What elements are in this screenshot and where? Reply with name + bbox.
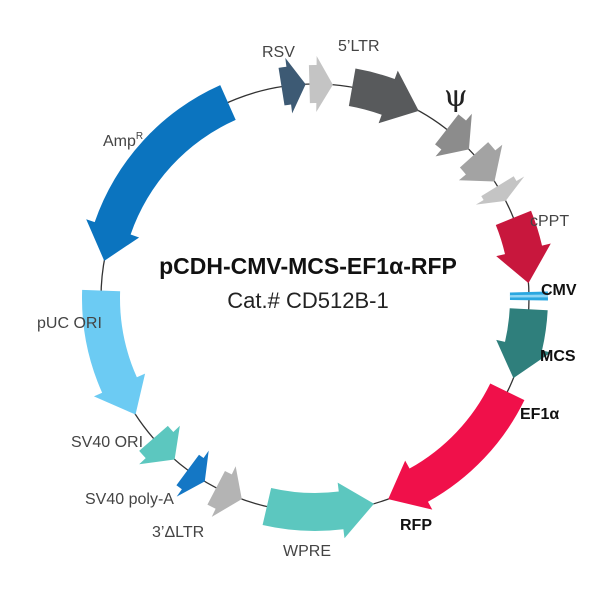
label-amp-main: Amp	[103, 133, 136, 150]
feature-arrow-psi	[348, 68, 419, 124]
feature-arrow-ltr5	[308, 56, 333, 112]
feature-arrow-amp	[86, 85, 236, 261]
map-title: pCDH-CMV-MCS-EF1α-RFP Cat.# CD512B-1	[159, 253, 457, 313]
feature-arrow-sv40ori	[139, 425, 180, 465]
feature-arrow-ltr3	[207, 466, 242, 517]
label-3ltr: 3’ΔLTR	[152, 524, 204, 541]
label-mcs: MCS	[540, 348, 576, 365]
catalog-number: Cat.# CD512B-1	[227, 288, 388, 313]
feature-arrow-gag	[435, 113, 472, 157]
feature-arrow-cmv	[495, 210, 551, 284]
label-rfp: RFP	[400, 517, 432, 534]
mcs-marker	[509, 291, 548, 301]
feature-arrow-rsv	[278, 57, 306, 114]
label-psi: ψ	[444, 79, 468, 114]
label-rsv: RSV	[262, 44, 295, 61]
label-puc-ori: pUC ORI	[37, 315, 102, 332]
feature-labels: RSV 5’LTR ψ cPPT CMV MCS EF1α RFP WPRE 3…	[37, 38, 577, 560]
label-ef1a: EF1α	[520, 406, 559, 423]
label-amp: AmpR	[103, 131, 143, 150]
feature-arrow-rfp	[388, 383, 525, 510]
feature-arrow-rre	[458, 142, 503, 182]
label-sv40-ori: SV40 ORI	[71, 434, 143, 451]
feature-arrows	[81, 56, 551, 539]
feature-arrow-sv40polya	[176, 450, 209, 497]
feature-arrow-ef1a	[496, 308, 551, 379]
label-amp-sup: R	[136, 131, 143, 142]
plasmid-name: pCDH-CMV-MCS-EF1α-RFP	[159, 253, 457, 279]
label-cmv: CMV	[541, 282, 577, 299]
label-cppt: cPPT	[530, 213, 569, 230]
label-sv40-polya: SV40 poly-A	[85, 491, 174, 508]
feature-arrow-wpre	[262, 482, 374, 539]
label-wpre: WPRE	[283, 543, 331, 560]
label-5ltr: 5’LTR	[338, 38, 380, 55]
mcs-stripe	[509, 294, 548, 298]
feature-arrow-puc	[81, 289, 146, 415]
feature-arrow-cppt	[475, 176, 525, 205]
